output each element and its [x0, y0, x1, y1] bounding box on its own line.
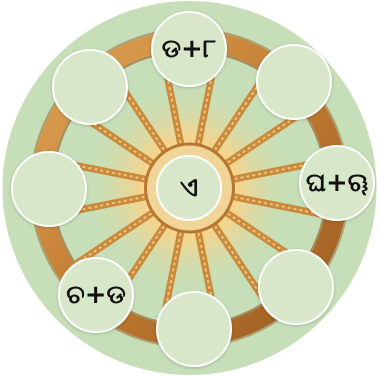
slot-top-text: ଡ+୮ [162, 36, 217, 62]
slot-bottom-left-text: ଚ+ଡ [66, 282, 126, 308]
slot-right-text: ଘ+ୠ [306, 170, 368, 196]
hub-text: ଏ [180, 173, 198, 204]
slot-top-right[interactable] [256, 44, 332, 120]
slot-right[interactable]: ଘ+ୠ [299, 145, 375, 221]
slot-left[interactable] [11, 151, 87, 227]
slot-top[interactable]: ଡ+୮ [151, 11, 227, 87]
slot-bottom-left[interactable]: ଚ+ଡ [58, 257, 134, 333]
slot-bottom[interactable] [156, 291, 232, 367]
slot-bottom-right[interactable] [258, 249, 334, 325]
hub-circle[interactable]: ଏ [156, 155, 222, 221]
slot-top-left[interactable] [52, 49, 128, 125]
